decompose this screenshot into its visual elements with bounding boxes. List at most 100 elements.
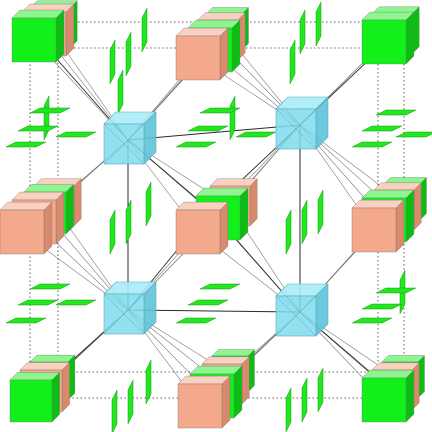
block-top-face (351, 199, 405, 209)
block-top-face (201, 356, 250, 365)
block-side-face (221, 375, 231, 429)
block-top-face (19, 362, 71, 371)
horizontal-plate (361, 125, 403, 132)
horizontal-plate (29, 107, 71, 114)
horizontal-plate (375, 287, 417, 294)
green-block (361, 11, 415, 65)
vertical-plate (315, 1, 322, 47)
block-top-face (197, 12, 246, 21)
block-top-face (9, 372, 61, 381)
hub-cube (103, 111, 157, 165)
block-front-face (9, 379, 53, 423)
hub-bond-line (127, 124, 301, 141)
horizontal-plate (55, 131, 97, 138)
block-top-face (381, 355, 425, 363)
block-top-face (211, 349, 255, 357)
vertical-plate (301, 377, 308, 423)
horizontal-plate (5, 317, 47, 324)
hub-cube (103, 281, 157, 335)
block-top-face (361, 369, 415, 379)
horizontal-plate (17, 125, 59, 132)
vertical-plate (317, 189, 324, 235)
block-front-face (351, 207, 397, 253)
horizontal-plate (29, 283, 71, 290)
block-front-face (175, 209, 221, 255)
salmon-block (175, 201, 229, 255)
block-side-face (239, 187, 249, 241)
salmon-block (351, 199, 405, 253)
vertical-plate (127, 379, 134, 425)
horizontal-plate (351, 141, 393, 148)
block-side-face (73, 178, 82, 227)
block-top-face (209, 178, 258, 187)
horizontal-plate (361, 303, 403, 310)
horizontal-plate (395, 131, 432, 138)
horizontal-plate (351, 317, 393, 324)
block-top-face (175, 27, 229, 37)
block-side-face (405, 369, 415, 423)
block-side-face (55, 9, 65, 63)
block-front-face (177, 383, 223, 429)
horizontal-plate (187, 125, 229, 132)
vertical-plate (111, 389, 118, 432)
horizontal-plate (199, 107, 241, 114)
vertical-plate (299, 9, 306, 55)
horizontal-plate (199, 283, 241, 290)
vertical-plate (289, 39, 296, 85)
horizontal-plate (175, 317, 217, 324)
block-side-face (219, 27, 229, 81)
block-side-face (61, 361, 70, 413)
vertical-plate (109, 39, 116, 85)
block-side-face (405, 189, 415, 243)
vertical-plate (117, 69, 124, 115)
block-top-face (189, 365, 243, 375)
vertical-plate (43, 95, 50, 141)
cell-face-line (29, 21, 405, 399)
vertical-plate (285, 387, 292, 432)
vertical-plate (125, 199, 132, 245)
block-side-face (43, 201, 53, 255)
block-top-face (373, 182, 422, 191)
block-side-face (405, 11, 415, 65)
block-top-face (11, 9, 65, 19)
block-front-face (361, 377, 407, 423)
block-top-face (23, 184, 75, 193)
horizontal-plate (17, 299, 59, 306)
vertical-plate (125, 31, 132, 77)
block-front-face (361, 19, 407, 65)
plates-layer (5, 1, 432, 432)
block-side-face (51, 371, 60, 423)
vertical-plate (301, 199, 308, 245)
block-side-face (241, 356, 250, 405)
hub-diagonal (275, 108, 317, 150)
block-top-face (177, 375, 231, 385)
block-side-face (55, 191, 65, 245)
block-top-face (195, 187, 249, 197)
block-top-face (29, 354, 76, 363)
hubs-layer (103, 96, 329, 337)
vertical-plate (145, 181, 152, 227)
block-front-face (0, 209, 45, 255)
horizontal-plate (187, 299, 229, 306)
block-side-face (65, 183, 74, 235)
horizontal-plate (375, 109, 417, 116)
vertical-plate (145, 359, 152, 405)
block-side-face (65, 3, 75, 57)
block-top-face (361, 11, 415, 21)
block-side-face (395, 199, 405, 253)
block-top-face (361, 189, 415, 199)
vertical-plate (141, 7, 148, 53)
horizontal-plate (55, 299, 97, 306)
hub-cube (275, 283, 329, 337)
salmon-block (177, 375, 231, 429)
hub-diagonal (103, 123, 145, 165)
block-top-face (371, 362, 420, 371)
block-side-face (219, 201, 229, 255)
green-block (11, 9, 65, 63)
block-top-face (187, 19, 241, 29)
block-front-face (175, 35, 221, 81)
hub-diagonal (103, 293, 145, 335)
block-top-face (11, 191, 65, 201)
